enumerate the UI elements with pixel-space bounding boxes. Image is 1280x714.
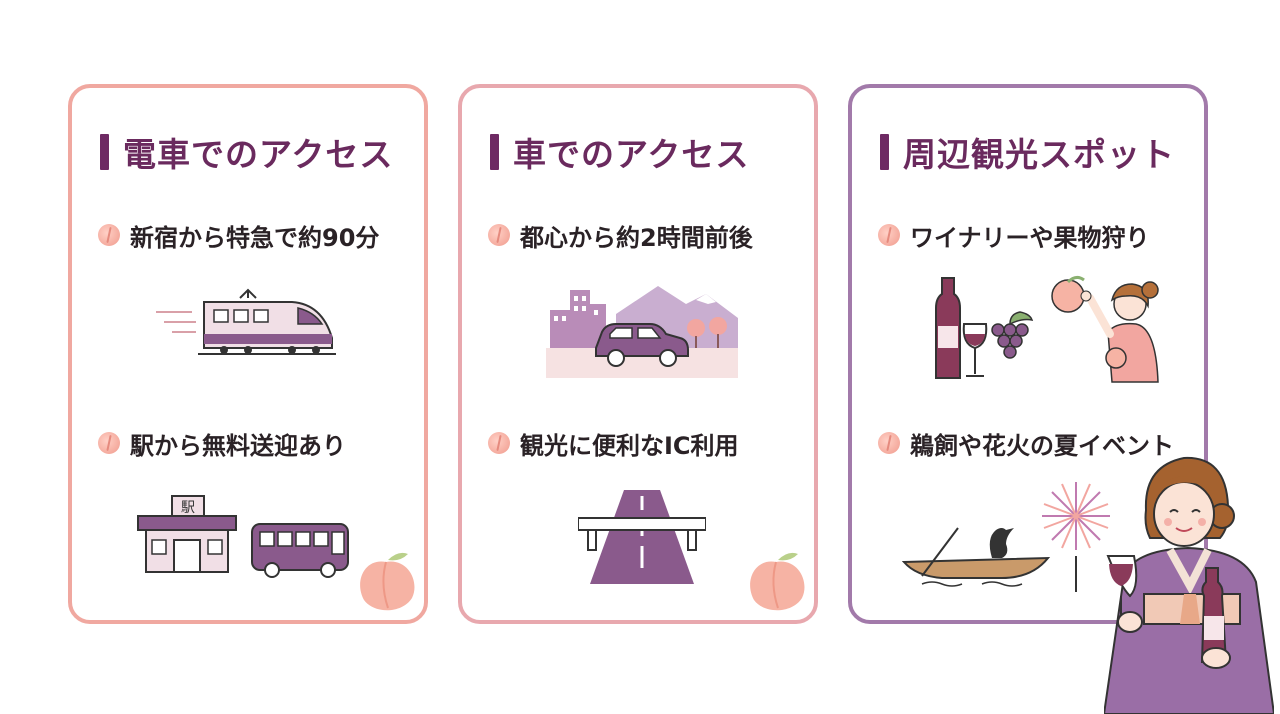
item-text: 観光に便利なIC利用 xyxy=(520,431,739,460)
peach-bullet-icon xyxy=(878,224,900,246)
item-text: 都心から約2時間前後 xyxy=(520,223,753,252)
fruit-picking-woman-icon xyxy=(1051,275,1159,383)
peach-decoration-icon xyxy=(750,552,805,611)
card-title: 周辺観光スポット xyxy=(880,132,1175,174)
title-bar xyxy=(880,134,889,170)
grapes-icon xyxy=(991,323,1029,359)
list-item: 観光に便利なIC利用 xyxy=(488,426,739,460)
train-access-card: 電車でのアクセス 新宿から特急で約90分 駅から無料送迎あり 駅 xyxy=(68,84,428,624)
item-text: 鵜飼や花火の夏イベント xyxy=(910,431,1174,460)
peach-bullet-icon xyxy=(488,432,510,454)
item-text: ワイナリーや果物狩り xyxy=(910,223,1150,252)
card-title: 電車でのアクセス xyxy=(100,132,393,174)
highway-interchange-icon xyxy=(578,490,706,584)
peach-bullet-icon xyxy=(98,432,120,454)
list-item: 新宿から特急で約90分 xyxy=(98,218,379,252)
peach-bullet-icon xyxy=(488,224,510,246)
list-item: 駅から無料送迎あり xyxy=(98,426,346,460)
list-item: 鵜飼や花火の夏イベント xyxy=(878,426,1174,460)
peach-decoration-icon xyxy=(360,552,415,611)
peach-bullet-icon xyxy=(878,432,900,454)
item-text: 新宿から特急で約90分 xyxy=(130,223,380,252)
car-city-mountain-icon xyxy=(546,286,738,378)
title-text: 電車でのアクセス xyxy=(123,135,394,174)
wine-bottle-icon xyxy=(935,277,1034,379)
list-item: 都心から約2時間前後 xyxy=(488,218,753,252)
station-sign: 駅 xyxy=(181,500,195,516)
cormorant-boat-icon xyxy=(902,527,1051,587)
bus-icon xyxy=(251,523,349,578)
train-icon xyxy=(156,288,336,355)
peach-bullet-icon xyxy=(98,224,120,246)
title-text: 車でのアクセス xyxy=(513,135,750,174)
item-text: 駅から無料送迎あり xyxy=(130,431,346,460)
sightseeing-card: 周辺観光スポット ワイナリーや果物狩り 鵜飼や花火の夏イベント xyxy=(848,84,1208,624)
card-title: 車でのアクセス xyxy=(490,132,749,174)
title-bar xyxy=(490,134,499,170)
fireworks-icon xyxy=(1042,482,1110,592)
kimono-woman-with-wine-icon xyxy=(1104,456,1274,714)
car-access-card: 車でのアクセス 都心から約2時間前後 観光に便利なIC利用 xyxy=(458,84,818,624)
title-bar xyxy=(100,134,109,170)
station-icon: 駅 xyxy=(137,495,237,573)
list-item: ワイナリーや果物狩り xyxy=(878,218,1150,252)
title-text: 周辺観光スポット xyxy=(903,135,1175,174)
